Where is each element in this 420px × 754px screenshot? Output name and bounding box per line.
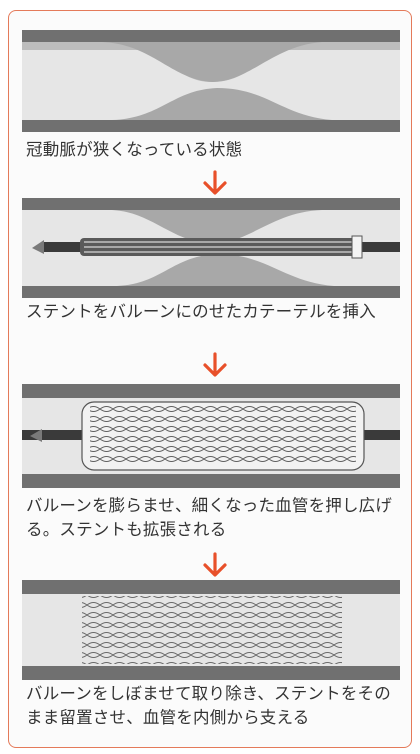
step-2-caption: ステントをバルーンにのせたカテーテルを挿入 bbox=[26, 302, 376, 321]
step-1-caption: 冠動脈が狭くなっている状態 bbox=[26, 140, 243, 159]
balloon-inflation-illustration bbox=[22, 384, 400, 488]
step-4-caption: バルーンをしぼませて取り除き、ステントをそのまま留置させ、血管を内側から支える bbox=[26, 684, 391, 727]
stent-placement-illustration bbox=[22, 580, 400, 680]
arrow-down-icon bbox=[203, 170, 227, 195]
arrow-down-icon bbox=[203, 552, 227, 577]
arrow-down-icon bbox=[203, 352, 227, 377]
catheter-insertion-illustration bbox=[22, 198, 400, 298]
narrowed-artery-illustration bbox=[22, 30, 400, 132]
step-3-caption: バルーンを膨らませ、細くなった血管を押し広げる。ステントも拡張される bbox=[26, 496, 393, 539]
